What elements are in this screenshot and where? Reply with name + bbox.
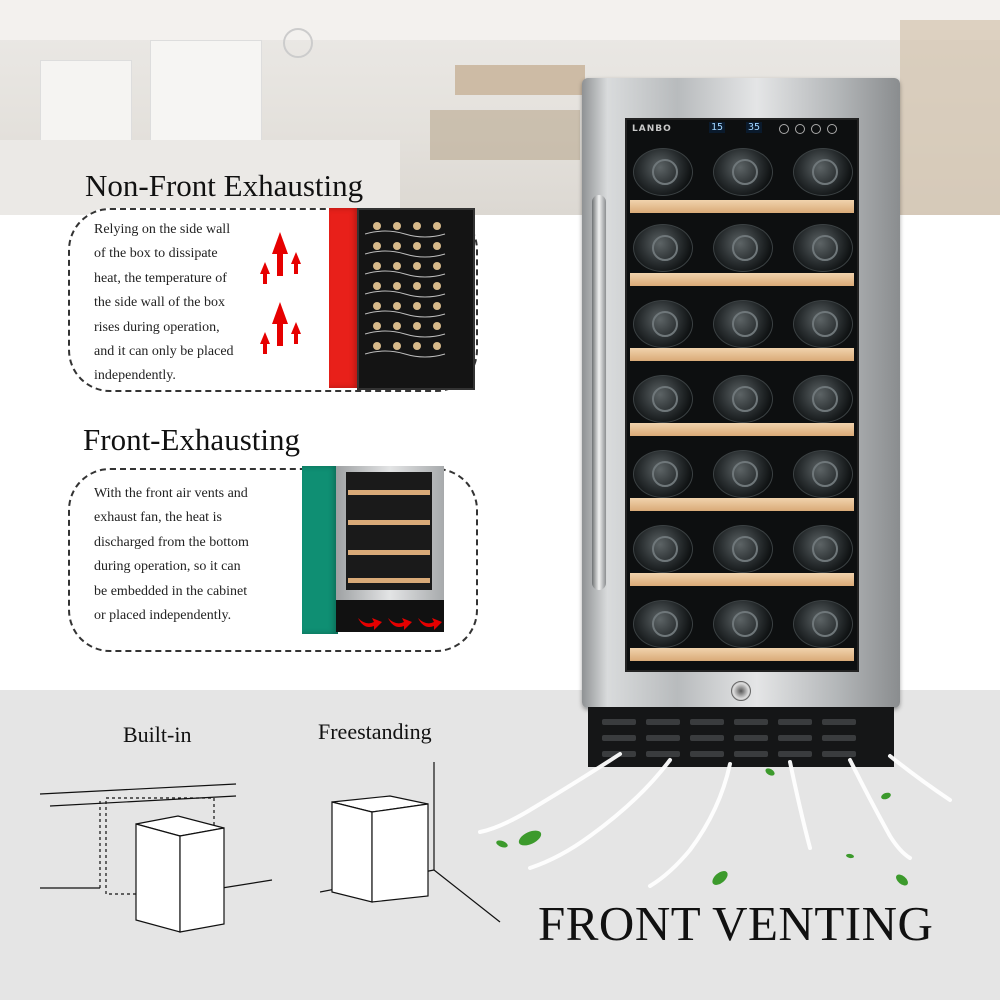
desc-line: exhaust fan, the heat is (94, 510, 222, 526)
up-button-icon[interactable] (795, 124, 805, 134)
shelf (630, 423, 854, 436)
desc-line: independently. (94, 368, 176, 384)
desc-line: of the box to dissipate (94, 246, 218, 262)
desc-line: or placed independently. (94, 608, 232, 624)
wine-bottle (793, 450, 853, 498)
wine-bottle (793, 300, 853, 348)
front-venting-title: FRONT VENTING (538, 896, 934, 951)
brand-logo: LANBO (632, 124, 672, 134)
shelf (630, 498, 854, 511)
temperature-display-right: 35 (746, 122, 763, 133)
wine-bottle (633, 525, 693, 573)
desc-line: the side wall of the box (94, 295, 226, 311)
freestanding-label: Freestanding (318, 719, 432, 744)
built-in-label: Built-in (123, 722, 192, 747)
front-vent-grille (588, 707, 894, 767)
wine-bottle (633, 450, 693, 498)
wine-bottle (633, 600, 693, 648)
desc-line: and it can only be placed (94, 344, 234, 360)
wine-bottle (713, 525, 773, 573)
wine-bottle (713, 375, 773, 423)
door-handle (592, 195, 606, 590)
desc-line: be embedded in the cabinet (94, 583, 248, 599)
side-exhaust-fridge-image (329, 208, 475, 390)
wine-bottle (713, 600, 773, 648)
built-in-diagram (39, 783, 273, 933)
power-button-icon[interactable] (827, 124, 837, 134)
wine-bottle (633, 224, 693, 272)
airflow-swirl-icon (478, 752, 952, 888)
shelf (630, 273, 854, 286)
desc-line: during operation, so it can (94, 559, 241, 575)
shelf (630, 648, 854, 661)
wine-bottle (713, 224, 773, 272)
shelf (630, 200, 854, 213)
wine-bottle (793, 375, 853, 423)
desc-line: discharged from the bottom (94, 534, 249, 550)
light-button-icon[interactable] (779, 124, 789, 134)
wine-bottle (793, 224, 853, 272)
shelf (630, 573, 854, 586)
wine-bottle (713, 300, 773, 348)
exhaust-arrows-icon (358, 618, 442, 630)
temperature-display-left: 15 (709, 122, 726, 133)
shelf (630, 348, 854, 361)
front-exhaust-fridge-image (302, 466, 444, 636)
desc-line: heat, the temperature of (94, 270, 227, 286)
wine-bottle (633, 148, 693, 196)
non-front-heading: Non-Front Exhausting (85, 168, 364, 203)
leaf-icon (496, 768, 908, 886)
wine-bottle (793, 600, 853, 648)
down-button-icon[interactable] (811, 124, 821, 134)
freestanding-diagram (320, 762, 501, 923)
desc-line: rises during operation, (94, 319, 220, 335)
front-description: With the front air vents and exhaust fan… (94, 482, 249, 628)
wine-bottle (793, 148, 853, 196)
front-heading: Front-Exhausting (83, 422, 300, 457)
desc-line: Relying on the side wall (94, 222, 231, 237)
wine-bottle (793, 525, 853, 573)
non-front-description: Relying on the side wall of the box to d… (94, 218, 234, 389)
wine-cooler-glass-door (625, 118, 859, 672)
desc-line: With the front air vents and (94, 486, 248, 501)
wine-bottle (713, 450, 773, 498)
wine-bottle (633, 300, 693, 348)
lock-icon[interactable] (731, 681, 751, 701)
wine-bottle (713, 148, 773, 196)
heat-arrows-icon (260, 232, 301, 354)
wine-bottle (633, 375, 693, 423)
